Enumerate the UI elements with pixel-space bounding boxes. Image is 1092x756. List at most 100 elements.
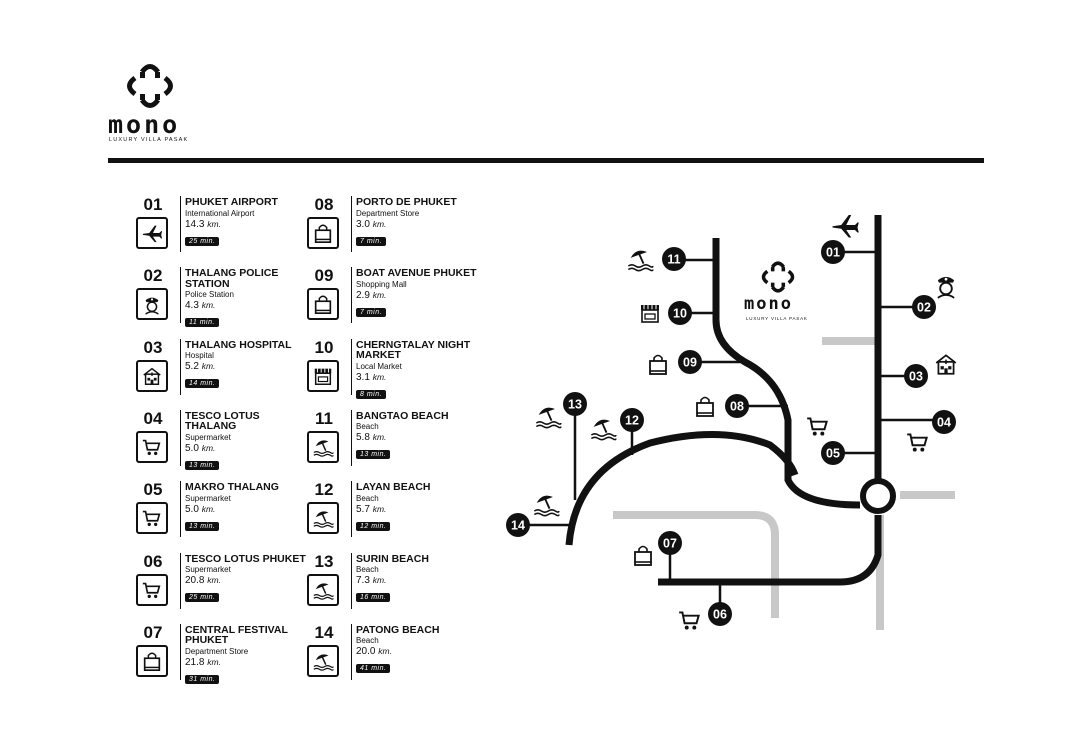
travel-time-badge: 25 min. (185, 236, 220, 246)
marker-circle (708, 602, 732, 626)
place-distance: 5.8 km. (356, 432, 481, 443)
marker-circle (563, 392, 587, 416)
map-marker-02: 02 (912, 295, 936, 319)
distance-value: 2.9 (356, 289, 370, 301)
marker-circle (932, 410, 956, 434)
shopping-bag-icon (143, 652, 161, 671)
marker-circle (620, 408, 644, 432)
marker-circle (668, 301, 692, 325)
place-distance: 5.0 km. (185, 443, 310, 454)
travel-time-badge: 31 min. (185, 674, 220, 684)
beach-umbrella-icon (590, 419, 617, 441)
place-distance: 7.3 km. (356, 575, 481, 586)
place-name: BOAT AVENUE PHUKET (356, 267, 477, 280)
place-type: Local Market (356, 361, 402, 371)
shopping-bag-icon (314, 295, 332, 315)
distance-value: 20.0 (356, 646, 376, 658)
cart-icon (679, 611, 700, 630)
marker-label: 03 (909, 370, 923, 384)
distance-value: 3.0 (356, 218, 370, 230)
divider-line (351, 409, 353, 466)
distance-unit: km. (207, 218, 221, 229)
marker-label: 11 (667, 253, 680, 267)
travel-time-badge: 12 min. (356, 521, 391, 531)
place-name: PATONG BEACH (356, 623, 440, 636)
map-marker-12: 12 (620, 408, 644, 432)
travel-time-badge: 7 min. (356, 307, 387, 317)
map-marker-14: 14 (506, 513, 530, 537)
divider-line (180, 623, 182, 680)
distance-value: 14.3 (185, 218, 205, 230)
marker-circle (662, 247, 686, 271)
place-name: THALANG HOSPITAL (185, 338, 292, 351)
map-marker-10: 10 (668, 301, 692, 325)
map-brand-name: mono (744, 294, 793, 314)
marker-label: 04 (937, 416, 951, 430)
marker-label: 01 (826, 246, 840, 260)
cart-icon (907, 433, 928, 452)
travel-time-badge: 13 min. (356, 450, 391, 460)
marker-label: 12 (625, 414, 639, 428)
distance-unit: km. (378, 646, 392, 657)
distance-unit: km. (372, 503, 387, 514)
shopping-bag-icon (634, 545, 652, 566)
distance-unit: km. (201, 361, 216, 372)
divider-line (351, 196, 353, 252)
place-number: 07 (143, 622, 163, 642)
divider-line (351, 481, 353, 538)
place-distance: 3.0 km. (356, 219, 481, 230)
beach-umbrella-icon (535, 407, 562, 429)
place-distance: 20.0 km. (356, 646, 481, 657)
place-type: Supermarket (185, 493, 231, 503)
place-number: 01 (143, 195, 163, 214)
marker-circle (678, 350, 702, 374)
place-icon-box (136, 644, 168, 677)
place-name: TESCO LOTUS THALANG (185, 409, 260, 433)
cart-icon (142, 510, 161, 527)
place-icon-box (307, 502, 339, 535)
distance-unit: km. (201, 300, 216, 311)
place-icon-box (136, 573, 168, 606)
beach-umbrella-icon (313, 511, 334, 528)
marker-label: 05 (826, 447, 840, 461)
distance-value: 4.3 (185, 300, 199, 312)
place-icon-box (307, 573, 339, 606)
distance-value: 5.0 (185, 442, 199, 454)
place-type: Police Station (185, 290, 234, 300)
travel-time-badge: 7 min. (356, 236, 387, 246)
place-distance: 14.3 km. (185, 219, 310, 230)
map-marker-11: 11 (662, 247, 686, 271)
map-icons (533, 215, 957, 630)
map-marker-04: 04 (932, 410, 956, 434)
divider-line (180, 338, 182, 395)
place-name: BANGTAO BEACH (356, 409, 449, 422)
marker-circle (821, 441, 845, 465)
place-number: 13 (314, 551, 334, 571)
place-number: 02 (143, 266, 163, 286)
marker-label: 10 (673, 307, 687, 321)
travel-time-badge: 41 min. (356, 664, 391, 674)
marker-circle (506, 513, 530, 537)
distance-unit: km. (372, 289, 387, 300)
map-marker-06: 06 (708, 602, 732, 626)
place-number: 11 (315, 408, 333, 428)
divider-line (351, 267, 353, 324)
distance-unit: km. (372, 432, 387, 443)
